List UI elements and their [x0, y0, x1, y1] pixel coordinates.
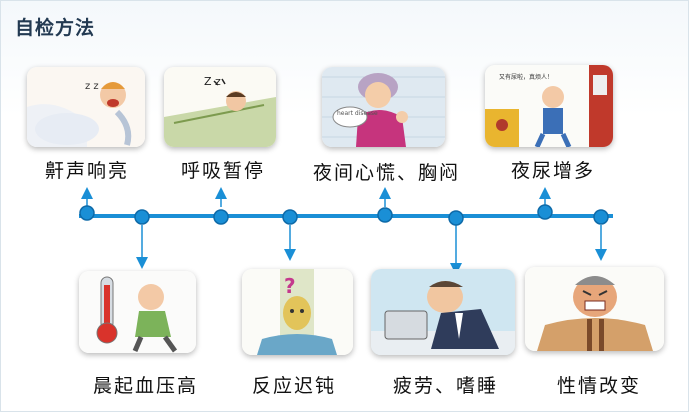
apnea-card: Z z	[164, 67, 276, 147]
svg-text:?: ?	[284, 274, 296, 298]
timeline-node-1	[79, 205, 95, 221]
label-apnea: 呼吸暂停	[181, 160, 266, 182]
bathroom-man-illustration: 又有尿啦，真烦人！	[485, 65, 613, 147]
nocturia-card: 又有尿啦，真烦人！	[485, 65, 613, 147]
label-slow-reaction: 反应迟钝	[252, 375, 337, 397]
slow-reaction-card: ?	[242, 269, 353, 355]
confused-man-illustration: ?	[242, 269, 353, 355]
thermometer-man-illustration	[79, 271, 196, 353]
snoring-person-illustration: z z	[27, 67, 145, 147]
snoring-card: z z	[27, 67, 145, 147]
timeline-node-2	[134, 209, 150, 225]
heart-disease-text: heart disease	[337, 110, 378, 117]
fatigue-card	[371, 269, 515, 355]
label-fatigue: 疲劳、嗜睡	[393, 375, 499, 397]
angry-man-illustration	[525, 267, 664, 351]
svg-text:Z z: Z z	[204, 75, 221, 88]
label-nocturia: 夜尿增多	[511, 160, 596, 182]
timeline-node-7	[537, 204, 553, 220]
tired-office-man-illustration	[371, 269, 515, 355]
palpitation-card: heart disease	[322, 67, 445, 147]
timeline-node-4	[282, 209, 298, 225]
label-hypertension: 晨起血压高	[93, 375, 199, 397]
timeline-node-6	[448, 210, 464, 226]
mood-change-card	[525, 267, 664, 351]
nocturia-bubble-text: 又有尿啦，真烦人！	[499, 73, 553, 81]
hypertension-card	[79, 271, 196, 353]
label-snoring: 鼾声响亮	[45, 160, 130, 182]
timeline-node-3	[213, 209, 229, 225]
timeline-node-5	[377, 207, 393, 223]
timeline-node-8	[593, 209, 609, 225]
label-palpitation: 夜间心慌、胸闷	[313, 162, 461, 184]
page-title: 自检方法	[15, 17, 96, 39]
svg-text:z z: z z	[85, 81, 99, 92]
sleeping-person-illustration: Z z	[164, 67, 276, 147]
heart-disease-woman-illustration: heart disease	[322, 67, 445, 147]
label-mood-change: 性情改变	[557, 375, 642, 397]
